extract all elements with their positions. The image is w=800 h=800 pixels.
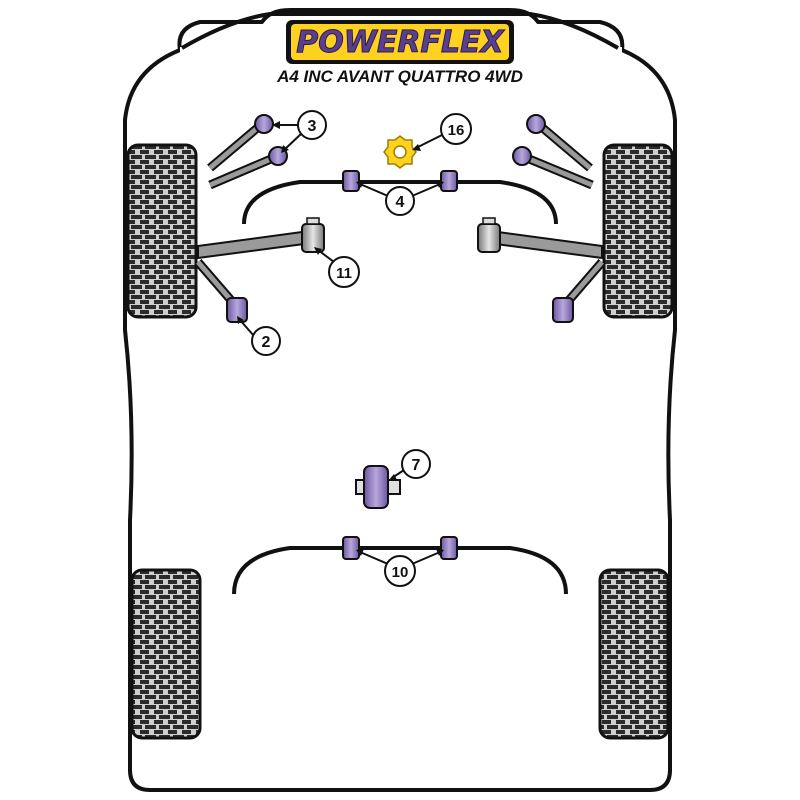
bush-11-left (301, 223, 325, 253)
tyre-front-left (126, 143, 198, 319)
front-lower-arm-left (194, 217, 325, 323)
tyre-rear-right (598, 568, 670, 740)
front-lower-arm-right (477, 217, 606, 323)
callout-16-label: 16 (448, 122, 465, 139)
leader-arrows (239, 124, 443, 565)
callout-16: 16 (440, 113, 472, 145)
bush-7-mount (355, 465, 401, 509)
bush-4-left (342, 170, 360, 192)
front-upper-links-left (207, 114, 288, 190)
callout-3-label: 3 (308, 118, 317, 135)
bush-11-right (477, 223, 501, 253)
callout-2: 2 (251, 326, 281, 356)
bush-10-left (342, 536, 360, 560)
callout-7: 7 (401, 449, 431, 479)
callout-11-label: 11 (336, 265, 352, 282)
bush-10-right (440, 536, 458, 560)
callout-10: 10 (384, 555, 416, 587)
callout-11: 11 (328, 256, 360, 288)
bush-4-right (440, 170, 458, 192)
tyre-front-right (602, 143, 674, 319)
callout-3: 3 (297, 110, 327, 140)
front-anti-roll-bar (242, 180, 558, 225)
tyre-rear-left (130, 568, 202, 740)
callout-7-label: 7 (412, 457, 421, 474)
callout-4: 4 (385, 186, 415, 216)
rear-anti-roll-bar (232, 546, 568, 595)
bush-2-right (552, 297, 574, 323)
callout-4-label: 4 (396, 194, 405, 211)
powerflex-logo: POWERFLEX (286, 20, 514, 64)
model-title: A4 INC AVANT QUATTRO 4WD (276, 67, 523, 86)
callout-2-label: 2 (262, 334, 271, 351)
bush-3-upper-left (254, 114, 274, 134)
front-upper-links-right (512, 114, 594, 190)
arrow-heads (237, 121, 444, 556)
bush-3-lower-right (512, 146, 532, 166)
bonnet-line (180, 12, 620, 50)
brand-wordmark: POWERFLEX (296, 25, 505, 60)
bush-2-left (226, 297, 248, 323)
bush-3-upper-right (526, 114, 546, 134)
car-body-outline (123, 8, 677, 792)
part-16-gear-icon (383, 135, 417, 169)
callout-10-label: 10 (392, 564, 409, 581)
